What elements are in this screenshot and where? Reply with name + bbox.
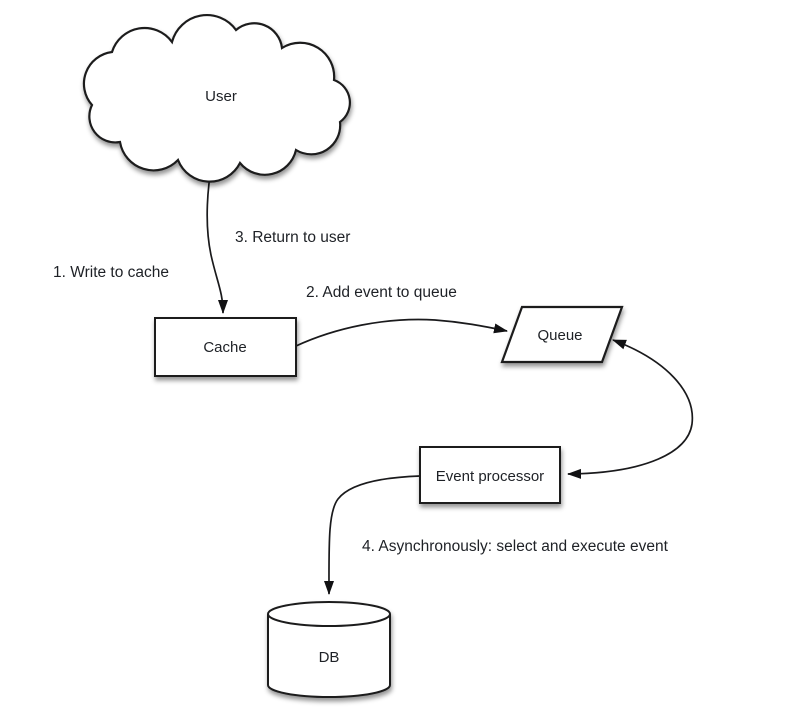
edge-label-step2: 2. Add event to queue <box>306 284 457 301</box>
db-cylinder-top <box>267 601 391 627</box>
cache-rect <box>154 317 297 377</box>
db-cylinder-body <box>267 614 391 698</box>
node-db-label: DB <box>319 649 340 666</box>
node-queue: Queue <box>500 305 624 364</box>
node-user: User <box>82 14 351 183</box>
db-cylinder <box>267 601 391 698</box>
edge-eventprocessor-db <box>323 475 421 595</box>
node-cache-label: Cache <box>203 339 246 356</box>
node-queue-label: Queue <box>537 327 582 344</box>
node-user-label: User <box>205 88 237 105</box>
event-processor-rect <box>419 446 561 504</box>
node-db: DB <box>267 601 391 698</box>
edge-label-step3: 3. Return to user <box>235 229 350 246</box>
edge-label-step1: 1. Write to cache <box>53 264 169 281</box>
edge-cache-queue <box>295 318 508 347</box>
edge-label-step4: 4. Asynchronously: select and execute ev… <box>362 538 669 555</box>
queue-parallelogram <box>500 305 624 364</box>
node-cache: Cache <box>154 317 297 377</box>
cloud-shape <box>82 14 351 183</box>
edge-queue-eventprocessor <box>567 339 694 479</box>
edge-user-cache <box>206 162 228 314</box>
node-event-processor-label: Event processor <box>436 468 544 485</box>
node-event-processor: Event processor <box>419 446 561 504</box>
